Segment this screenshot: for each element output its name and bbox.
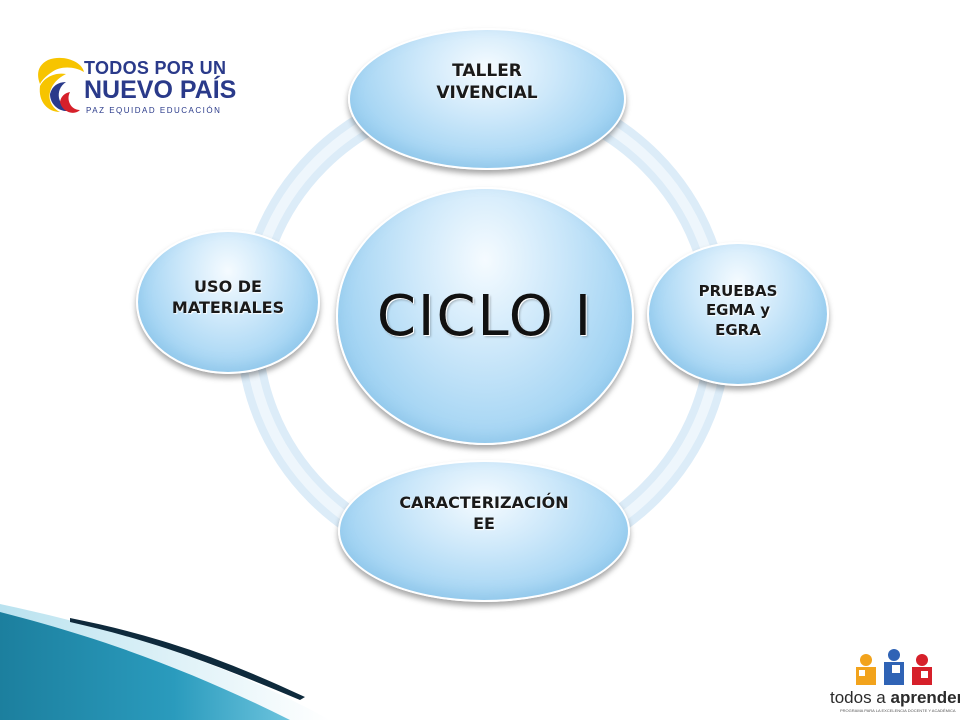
- tag-text-regular: todos a: [830, 688, 891, 707]
- todos-a-aprender-tagline: PROGRAMA PARA LA EXCELENCIA DOCENTE Y AC…: [840, 708, 956, 713]
- node-taller-vivencial-label: TALLER VIVENCIAL: [436, 60, 538, 103]
- node-pruebas-egma-egra: PRUEBAS EGMA y EGRA: [647, 242, 829, 386]
- node-uso-materiales-label: USO DE MATERIALES: [171, 277, 285, 317]
- todos-a-aprender-logo: todos a aprender PROGRAMA PARA LA EXCELE…: [826, 646, 960, 716]
- node-caracterizacion-label: CARACTERIZACIÓN EE: [399, 493, 569, 533]
- logo-left-line3: PAZ EQUIDAD EDUCACIÓN: [86, 106, 222, 115]
- colombia-flag-swoosh-icon: [38, 57, 84, 113]
- people-blocks-icon: [856, 649, 932, 685]
- node-taller-vivencial: TALLER VIVENCIAL: [348, 28, 626, 170]
- todos-por-un-nuevo-pais-logo: TODOS POR UN NUEVO PAÍS PAZ EQUIDAD EDUC…: [30, 56, 236, 122]
- todos-a-aprender-text: todos a aprender: [830, 688, 960, 708]
- center-node-ciclo: CICLO I: [336, 187, 634, 445]
- center-label: CICLO I: [376, 283, 594, 349]
- logo-left-line1: TODOS POR UN: [84, 58, 227, 78]
- logo-left-line2: NUEVO PAÍS: [84, 76, 237, 104]
- node-uso-de-materiales: USO DE MATERIALES: [136, 230, 320, 374]
- tag-text-bold: aprender: [890, 688, 960, 707]
- node-pruebas-label: PRUEBAS EGMA y EGRA: [698, 281, 778, 339]
- node-caracterizacion-ee: CARACTERIZACIÓN EE: [338, 460, 630, 602]
